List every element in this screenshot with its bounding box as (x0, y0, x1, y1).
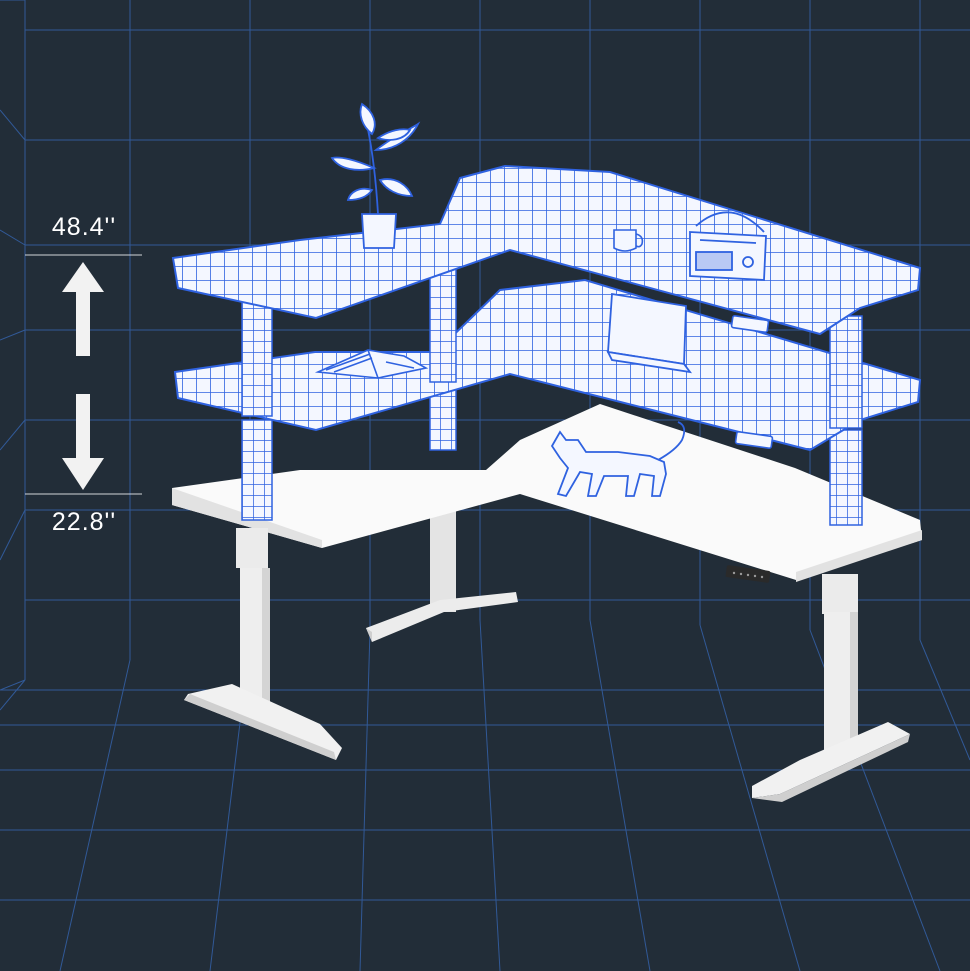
wire-leg-left-upper (241, 295, 273, 417)
wire-leg-left-lower (241, 419, 273, 521)
raised-desk-wireframe (171, 164, 922, 526)
book-icon (314, 349, 429, 379)
desk-leg-right (752, 574, 910, 802)
wire-desktop-top (171, 164, 922, 336)
mug-icon (613, 229, 644, 252)
max-height-label: 48.4'' (51, 213, 117, 241)
wire-keypad-middle (734, 431, 774, 449)
laptop-icon (606, 292, 693, 374)
radio-icon (689, 211, 767, 281)
wire-keypad-top (730, 315, 770, 333)
height-indicator (25, 254, 142, 495)
wire-leg-right-lower (829, 429, 863, 526)
wire-leg-right-upper (829, 315, 863, 429)
min-height-label: 22.8'' (51, 508, 117, 536)
cat-icon (550, 421, 686, 498)
desk-leg-left (184, 528, 342, 760)
arrow-up-icon (62, 262, 104, 356)
l-shaped-desk (172, 404, 922, 802)
desk-leg-back (366, 500, 518, 642)
keypad-icon (725, 565, 771, 583)
arrow-down-icon (62, 394, 104, 490)
wire-leg-back-upper (429, 261, 457, 383)
plant-icon (330, 102, 421, 249)
